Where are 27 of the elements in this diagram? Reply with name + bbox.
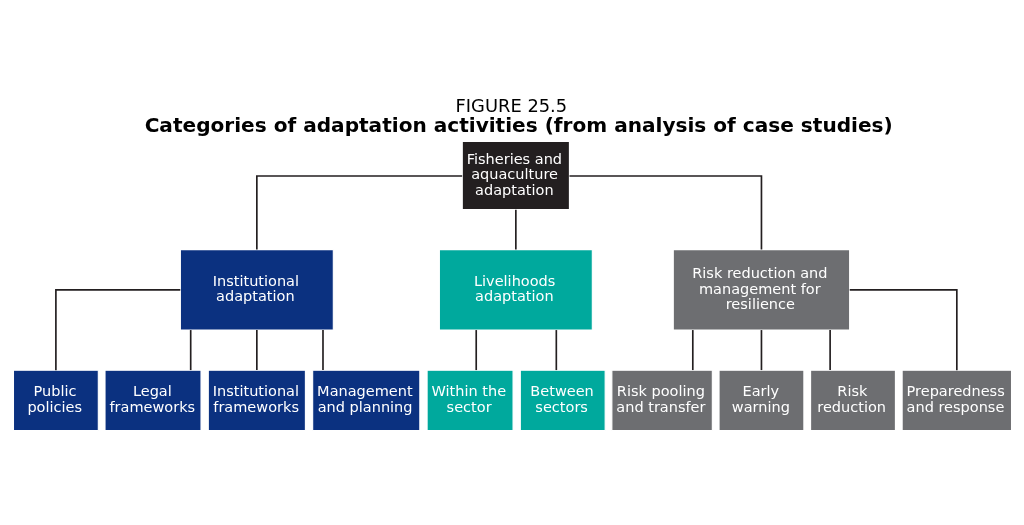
connector [828, 329, 831, 371]
node-box: Institutional adaptation [179, 249, 334, 331]
node-box: Between sectors [519, 369, 606, 432]
node-box: Public policies [12, 369, 99, 432]
connector [189, 329, 192, 371]
node-box: Preparedness and response [901, 369, 1012, 432]
node-box: Risk reduction [809, 369, 896, 432]
node-box: Fisheries and aquaculture adaptation [461, 140, 570, 211]
connector [568, 175, 762, 251]
node-box: Risk pooling and transfer [610, 369, 713, 432]
connector [54, 289, 181, 371]
node-box: Within the sector [426, 369, 514, 432]
connector [255, 329, 258, 371]
node-box: Risk reduction and management for resilience [672, 249, 850, 331]
node-box: Institutional frameworks [207, 369, 306, 432]
node-box: Management and planning [311, 369, 420, 432]
connector [691, 329, 694, 371]
connector [848, 289, 958, 371]
connector [555, 329, 557, 371]
connector [321, 329, 324, 371]
node-box: Livelihoods adaptation [438, 249, 593, 331]
connector [760, 329, 762, 371]
connector [255, 175, 463, 251]
node-box: Legal frameworks [103, 369, 202, 432]
connector [514, 208, 517, 251]
node-box: Early warning [718, 369, 804, 432]
connector [474, 329, 477, 371]
